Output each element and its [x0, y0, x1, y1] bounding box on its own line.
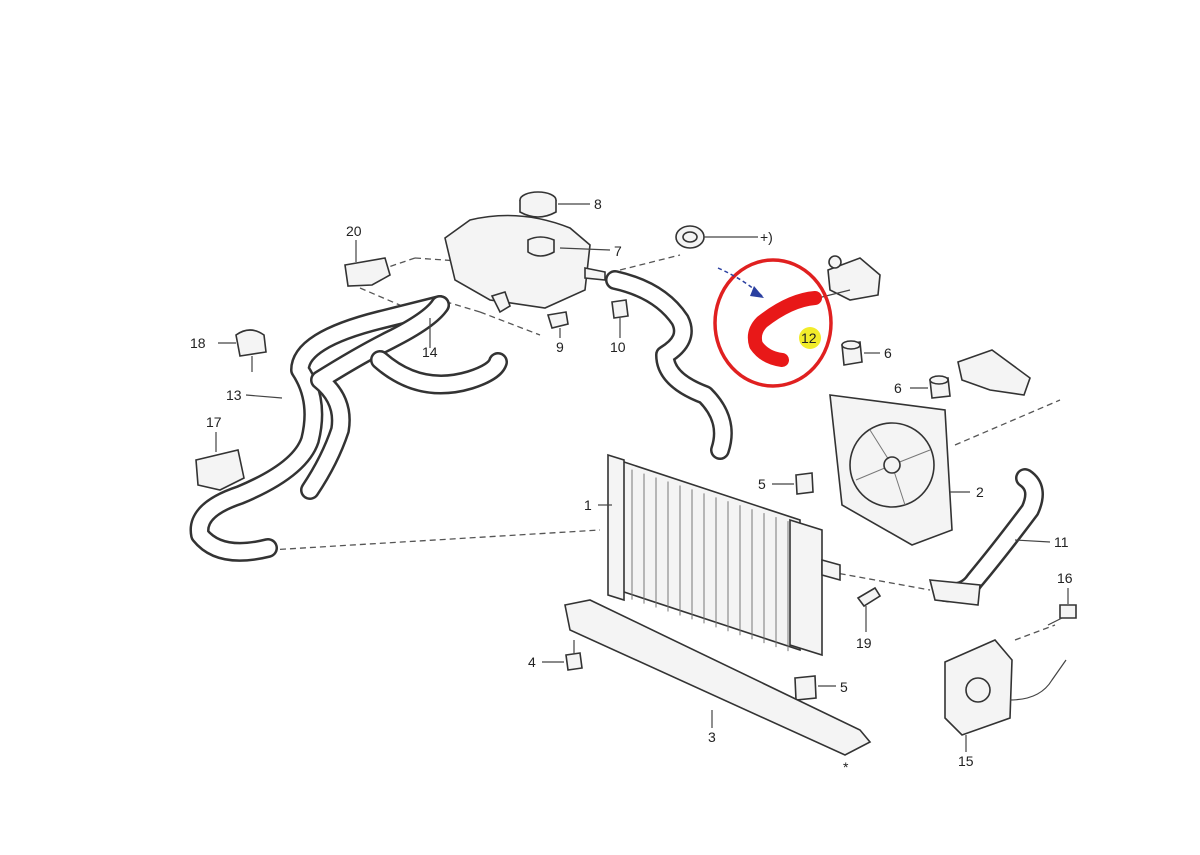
- callout-1: 1: [584, 497, 592, 513]
- callout-9: 9: [556, 339, 564, 355]
- fittings-part-9-10: [546, 299, 629, 338]
- callout-13: 13: [226, 387, 242, 403]
- callout-2: 2: [976, 484, 984, 500]
- callout-4: 4: [528, 654, 536, 670]
- callout-plus: +): [760, 229, 773, 245]
- callout-12: 12: [801, 330, 817, 346]
- hose-clamp-part: [675, 225, 758, 249]
- drain-plug-part-19: [856, 586, 882, 632]
- callout-14: 14: [422, 344, 438, 360]
- bolt-part-16: [1047, 588, 1077, 626]
- fan-connector: [957, 349, 1031, 396]
- thermostat-housing: [809, 255, 881, 301]
- clip-part-20: [344, 240, 391, 287]
- callout-6-upper: 6: [884, 345, 892, 361]
- callout-8: 8: [594, 196, 602, 212]
- expansion-tank-part-7: [444, 214, 611, 314]
- callout-labels: 1 2 3 4 5 5 6 6 7 8 9 10 11 12 13 14 15 …: [190, 196, 1073, 775]
- hose-part-11: [928, 468, 1051, 606]
- callout-6-lower: 6: [894, 380, 902, 396]
- callout-17: 17: [206, 414, 222, 430]
- callout-16: 16: [1057, 570, 1073, 586]
- callout-5-upper: 5: [758, 476, 766, 492]
- lower-hose-part-13: [189, 295, 450, 562]
- radiator-part-1: [598, 453, 841, 657]
- callout-15: 15: [958, 753, 974, 769]
- callout-19: 19: [856, 635, 872, 651]
- bolt-part-4: [542, 640, 583, 671]
- hose-part-14: [300, 295, 508, 500]
- callout-11: 11: [1054, 534, 1069, 550]
- tank-outlet-hose: [605, 270, 733, 460]
- lower-support-part-3: [564, 599, 872, 756]
- callout-10: 10: [610, 339, 626, 355]
- callout-20: 20: [346, 223, 362, 239]
- filler-cap-part-8: [519, 191, 590, 218]
- sensor-part-18: [218, 329, 267, 372]
- callout-18: 18: [190, 335, 206, 351]
- callout-star: *: [843, 759, 849, 775]
- callout-3: 3: [708, 729, 716, 745]
- callout-7: 7: [614, 243, 622, 259]
- fan-shroud-part-2: [829, 394, 970, 546]
- callout-5-lower: 5: [840, 679, 848, 695]
- mount-part-5: [772, 472, 836, 701]
- bracket-part-17: [195, 432, 245, 491]
- bracket-part-15: [944, 639, 1067, 752]
- highlighted-hose-part-12: [713, 258, 833, 388]
- mount-part-6: [841, 340, 951, 399]
